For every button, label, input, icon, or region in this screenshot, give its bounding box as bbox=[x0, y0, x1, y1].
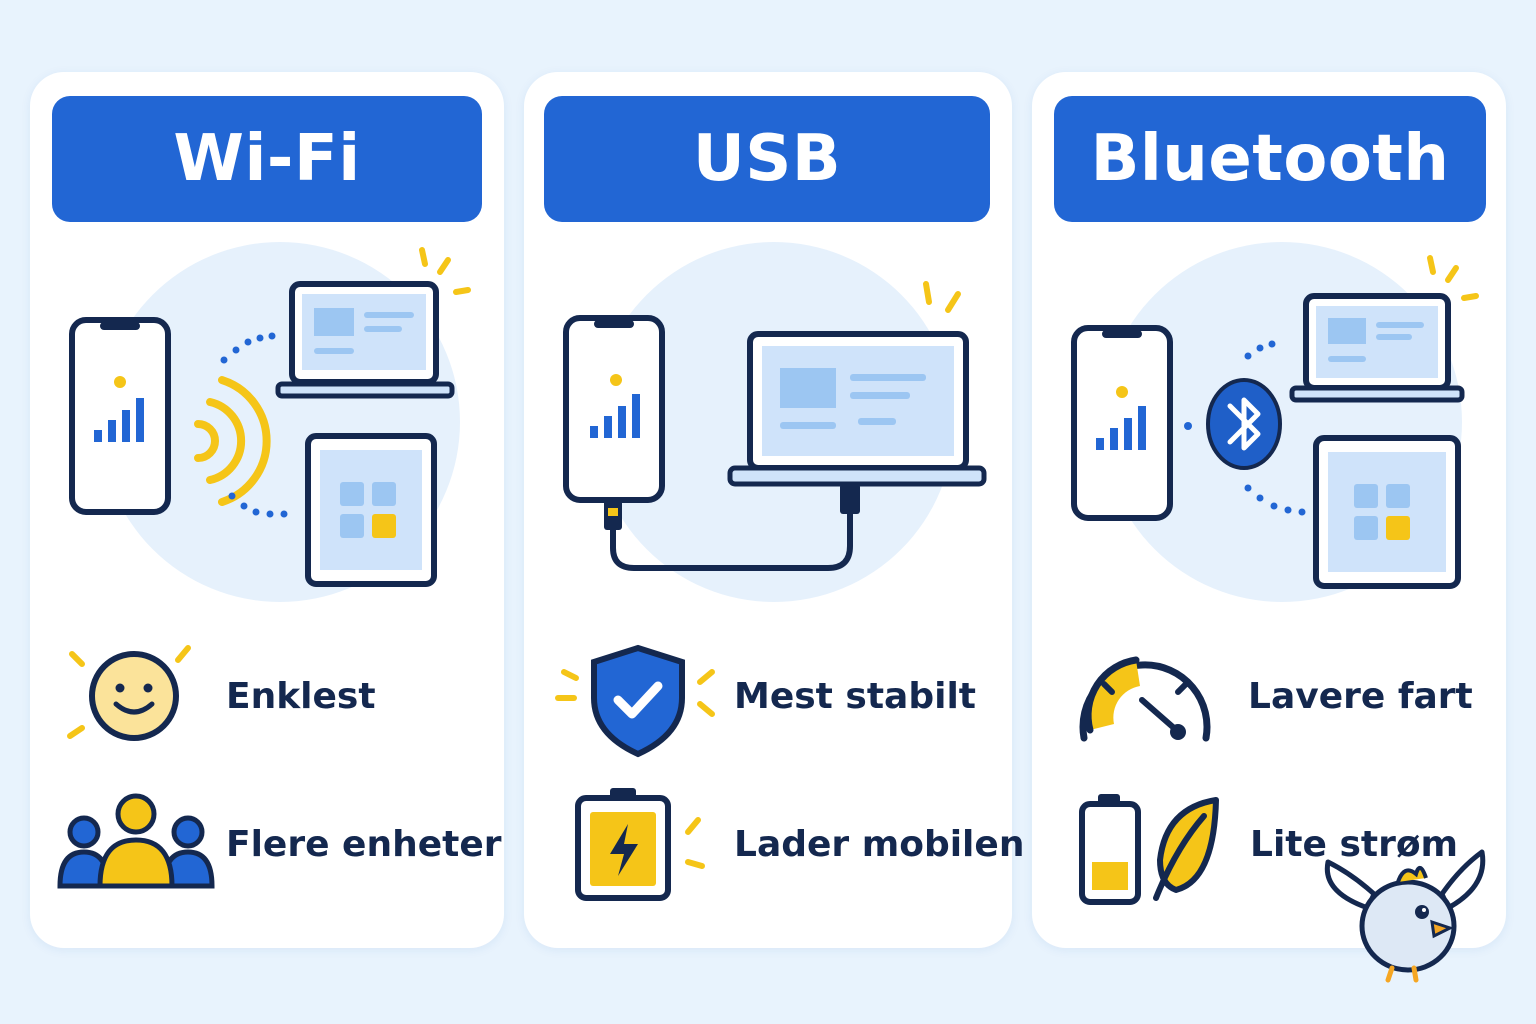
usb-feature-1-label: Mest stabilt bbox=[734, 676, 976, 717]
bluetooth-illustration bbox=[1071, 242, 1479, 602]
speedometer-icon bbox=[1079, 656, 1211, 742]
phone-icon bbox=[563, 315, 665, 503]
tablet-icon bbox=[1313, 435, 1461, 589]
smiley-icon bbox=[67, 645, 191, 741]
battery-charging-icon bbox=[575, 788, 705, 901]
wifi-waves-icon bbox=[194, 376, 271, 506]
usb-title: USB bbox=[544, 96, 990, 222]
bluetooth-card: Bluetooth bbox=[1032, 72, 1506, 948]
bluetooth-icon bbox=[1206, 378, 1282, 470]
usb-feature-2-label: Lader mobilen bbox=[734, 824, 1025, 865]
battery-leaf-icon bbox=[1079, 794, 1219, 905]
bird-mascot-icon bbox=[1324, 849, 1486, 983]
laptop-icon bbox=[275, 281, 455, 399]
wifi-feature-2-label: Flere enheter bbox=[226, 824, 502, 865]
wifi-feature-1-label: Enklest bbox=[226, 676, 376, 717]
wifi-illustration bbox=[69, 242, 471, 602]
wifi-card: Wi-Fi bbox=[30, 72, 504, 948]
shield-check-icon bbox=[555, 644, 715, 758]
phone-icon bbox=[69, 317, 171, 515]
tablet-icon bbox=[305, 433, 437, 587]
laptop-icon bbox=[727, 331, 987, 487]
usb-card: USB bbox=[524, 72, 1024, 948]
usb-illustration bbox=[563, 242, 987, 602]
bluetooth-feature-2-label: Lite strøm bbox=[1250, 824, 1459, 865]
usb-cable-icon bbox=[604, 484, 860, 571]
people-icon bbox=[57, 793, 215, 889]
phone-icon bbox=[1071, 325, 1173, 521]
bluetooth-feature-1-label: Lavere fart bbox=[1248, 676, 1473, 717]
wifi-title: Wi-Fi bbox=[52, 96, 482, 222]
laptop-icon bbox=[1289, 293, 1465, 403]
bluetooth-title: Bluetooth bbox=[1054, 96, 1486, 222]
